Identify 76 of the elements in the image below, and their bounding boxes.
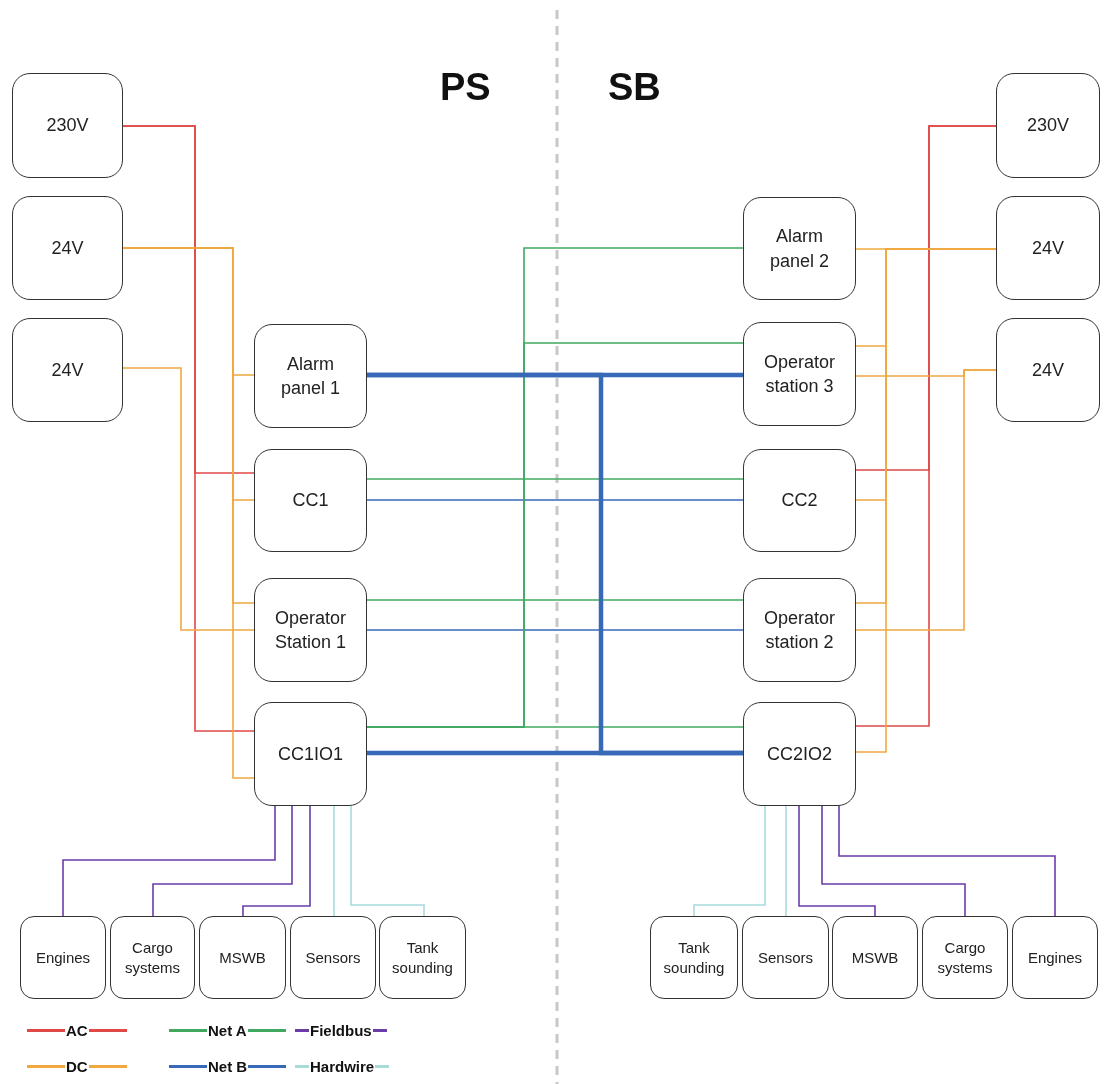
component-box bbox=[254, 578, 367, 682]
connection-line bbox=[798, 805, 876, 917]
connection-line bbox=[366, 629, 744, 631]
component-box bbox=[996, 73, 1100, 178]
component-box bbox=[743, 702, 856, 806]
connection-line bbox=[855, 369, 997, 631]
component-box bbox=[996, 196, 1100, 300]
connection-line bbox=[366, 499, 744, 501]
component-label: CC1 bbox=[292, 489, 329, 513]
component-label: Alarm panel 1 bbox=[279, 352, 342, 400]
component-label: Operator station 3 bbox=[762, 350, 836, 398]
component-label: Tank sounding bbox=[391, 938, 454, 977]
component-label: 230V bbox=[1026, 114, 1069, 138]
component-box bbox=[379, 916, 466, 999]
connection-line bbox=[122, 367, 255, 631]
component-box bbox=[743, 449, 856, 552]
component-box bbox=[12, 73, 123, 178]
component-box bbox=[20, 916, 106, 999]
connection-line bbox=[366, 478, 744, 480]
connection-line bbox=[62, 805, 276, 917]
component-label: CC1IO1 bbox=[278, 742, 343, 766]
component-box bbox=[12, 318, 123, 422]
side-heading: SB bbox=[608, 66, 661, 109]
component-box bbox=[743, 197, 856, 300]
component-box bbox=[996, 318, 1100, 422]
component-label: 24V bbox=[51, 236, 84, 260]
component-label: 24V bbox=[51, 358, 84, 382]
component-label: Alarm panel 2 bbox=[768, 225, 831, 273]
legend-label: Net B bbox=[207, 1058, 249, 1075]
connection-line bbox=[366, 599, 744, 601]
connection-line bbox=[855, 125, 997, 727]
connection-line bbox=[152, 805, 293, 917]
connection-line bbox=[350, 805, 425, 917]
component-box bbox=[199, 916, 286, 999]
component-label: Engines bbox=[35, 947, 91, 968]
connection-line bbox=[333, 805, 335, 917]
component-box bbox=[1012, 916, 1098, 999]
component-label: Sensors bbox=[758, 947, 813, 968]
connection-line bbox=[122, 125, 255, 732]
legend-label: Hardwire bbox=[309, 1058, 376, 1075]
component-box bbox=[254, 702, 367, 806]
component-label: CC2IO2 bbox=[767, 742, 832, 766]
connection-line bbox=[838, 805, 1056, 917]
component-label: 24V bbox=[1032, 358, 1064, 382]
legend-label: Net A bbox=[207, 1022, 248, 1039]
legend-label: DC bbox=[65, 1058, 89, 1075]
connection-line bbox=[693, 805, 766, 917]
connection-line bbox=[785, 805, 787, 917]
component-box bbox=[922, 916, 1008, 999]
legend-label: AC bbox=[65, 1022, 89, 1039]
component-label: Tank sounding bbox=[662, 938, 726, 977]
component-label: 24V bbox=[1032, 236, 1064, 260]
component-label: Sensors bbox=[305, 947, 361, 968]
component-label: 230V bbox=[46, 114, 89, 138]
component-box bbox=[290, 916, 376, 999]
side-heading: PS bbox=[440, 66, 491, 109]
component-box bbox=[832, 916, 918, 999]
component-box bbox=[650, 916, 738, 999]
component-label: MSWB bbox=[219, 947, 266, 968]
component-label: Engines bbox=[1027, 947, 1083, 968]
component-label: MSWB bbox=[851, 947, 899, 968]
component-box bbox=[110, 916, 195, 999]
component-label: Cargo systems bbox=[936, 938, 994, 977]
component-box bbox=[12, 196, 123, 300]
component-label: CC2 bbox=[781, 489, 818, 513]
connection-line bbox=[821, 805, 966, 917]
component-box bbox=[254, 449, 367, 552]
legend-label: Fieldbus bbox=[309, 1022, 373, 1039]
component-box bbox=[742, 916, 829, 999]
connection-line bbox=[242, 805, 311, 917]
component-box bbox=[743, 322, 856, 426]
component-box bbox=[743, 578, 856, 682]
component-box bbox=[254, 324, 367, 428]
component-label: Operator Station 1 bbox=[273, 606, 348, 654]
component-label: Operator station 2 bbox=[762, 606, 836, 654]
component-label: Cargo systems bbox=[124, 938, 181, 977]
